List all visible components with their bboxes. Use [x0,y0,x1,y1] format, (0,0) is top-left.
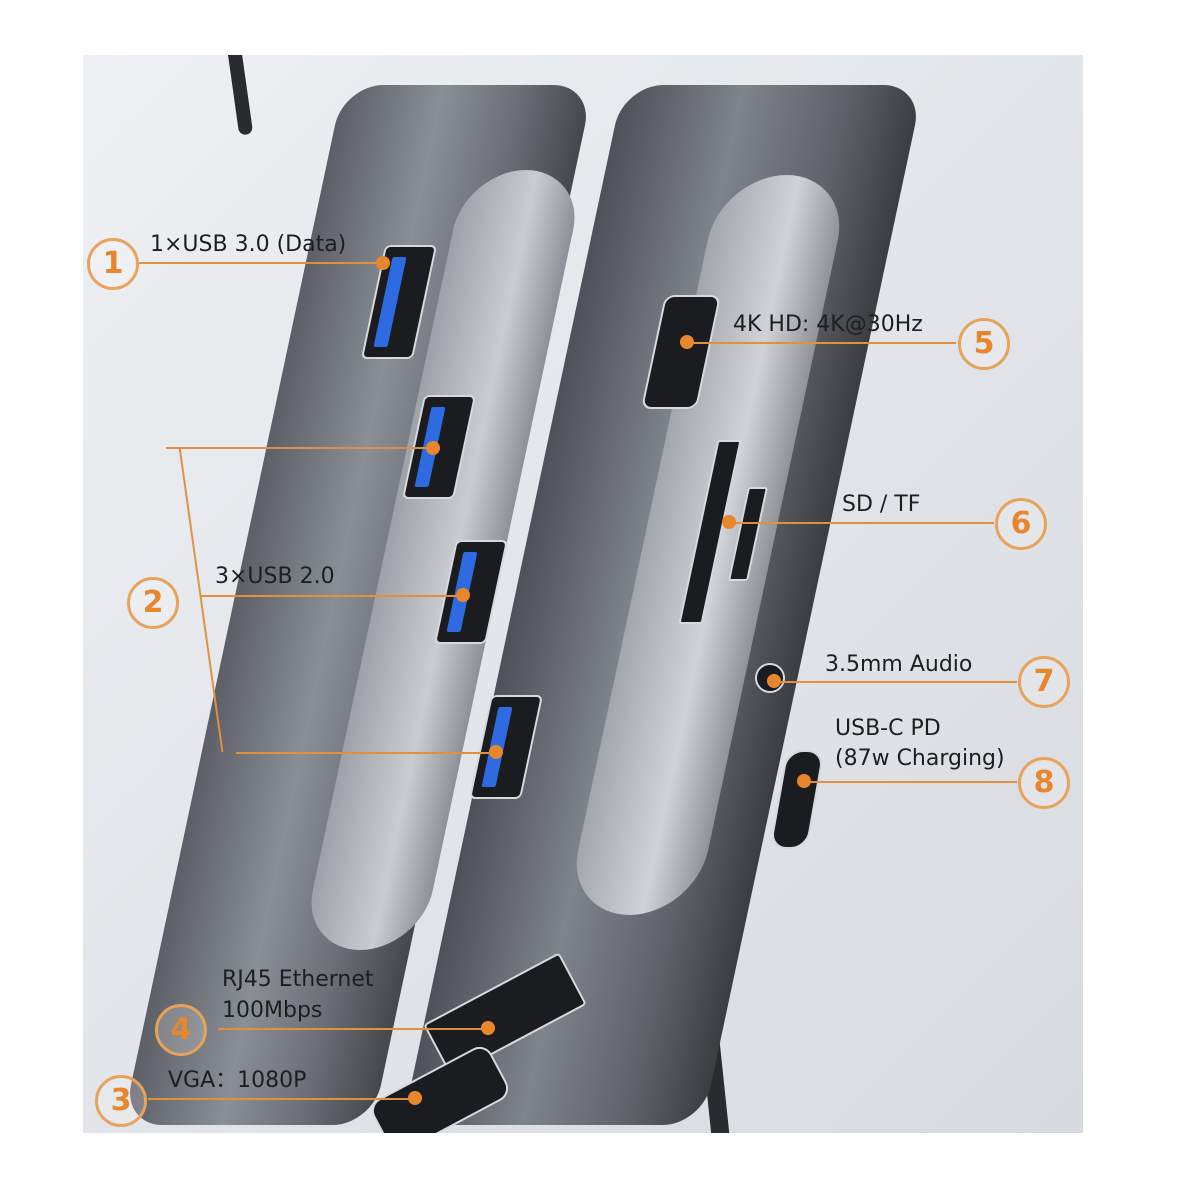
callout-dot-2b [456,588,470,602]
callout-badge-1: 1 [87,238,139,290]
callout-dot-1 [376,256,390,270]
callout-line-2b [200,595,462,597]
callout-line-2a [166,447,432,449]
callout-badge-8: 8 [1018,757,1070,809]
callout-line-5 [688,342,956,344]
callout-line-6 [732,522,994,524]
callout-dot-5 [680,335,694,349]
callout-line-4 [218,1028,488,1030]
callout-label-hdmi: 4K HD: 4K@30Hz [733,312,923,337]
callout-badge-6: 6 [995,498,1047,550]
callout-label-usb2: 3×USB 2.0 [215,564,335,589]
callout-label-rj45-line2: 100Mbps [222,998,323,1023]
callout-badge-3: 3 [95,1075,147,1127]
callout-label-sd-tf: SD / TF [842,492,921,517]
callout-line-2c [236,752,494,754]
callout-label-rj45-line1: RJ45 Ethernet [222,967,374,992]
callout-label-audio: 3.5mm Audio [825,652,973,677]
callout-dot-2c [489,745,503,759]
callout-line-1 [139,262,384,264]
callout-label-vga: VGA：1080P [168,1068,307,1093]
callout-badge-2: 2 [127,577,179,629]
callout-label-usbc-line2: (87w Charging) [835,746,1005,771]
callout-line-8 [805,781,1017,783]
callout-label-usb3: 1×USB 3.0 (Data) [150,232,347,257]
callout-dot-7 [767,674,781,688]
callout-badge-7: 7 [1018,656,1070,708]
callout-line-3 [148,1098,418,1100]
callout-badge-5: 5 [958,318,1010,370]
callout-dot-6 [722,515,736,529]
callout-line-7 [775,681,1017,683]
callout-dot-8 [797,774,811,788]
product-photo [83,55,1083,1133]
callout-dot-2a [426,441,440,455]
callout-label-usbc-line1: USB-C PD [835,716,941,741]
callout-badge-4: 4 [155,1004,207,1056]
callout-dot-3 [408,1091,422,1105]
callout-dot-4 [481,1021,495,1035]
cable-left [226,55,254,136]
